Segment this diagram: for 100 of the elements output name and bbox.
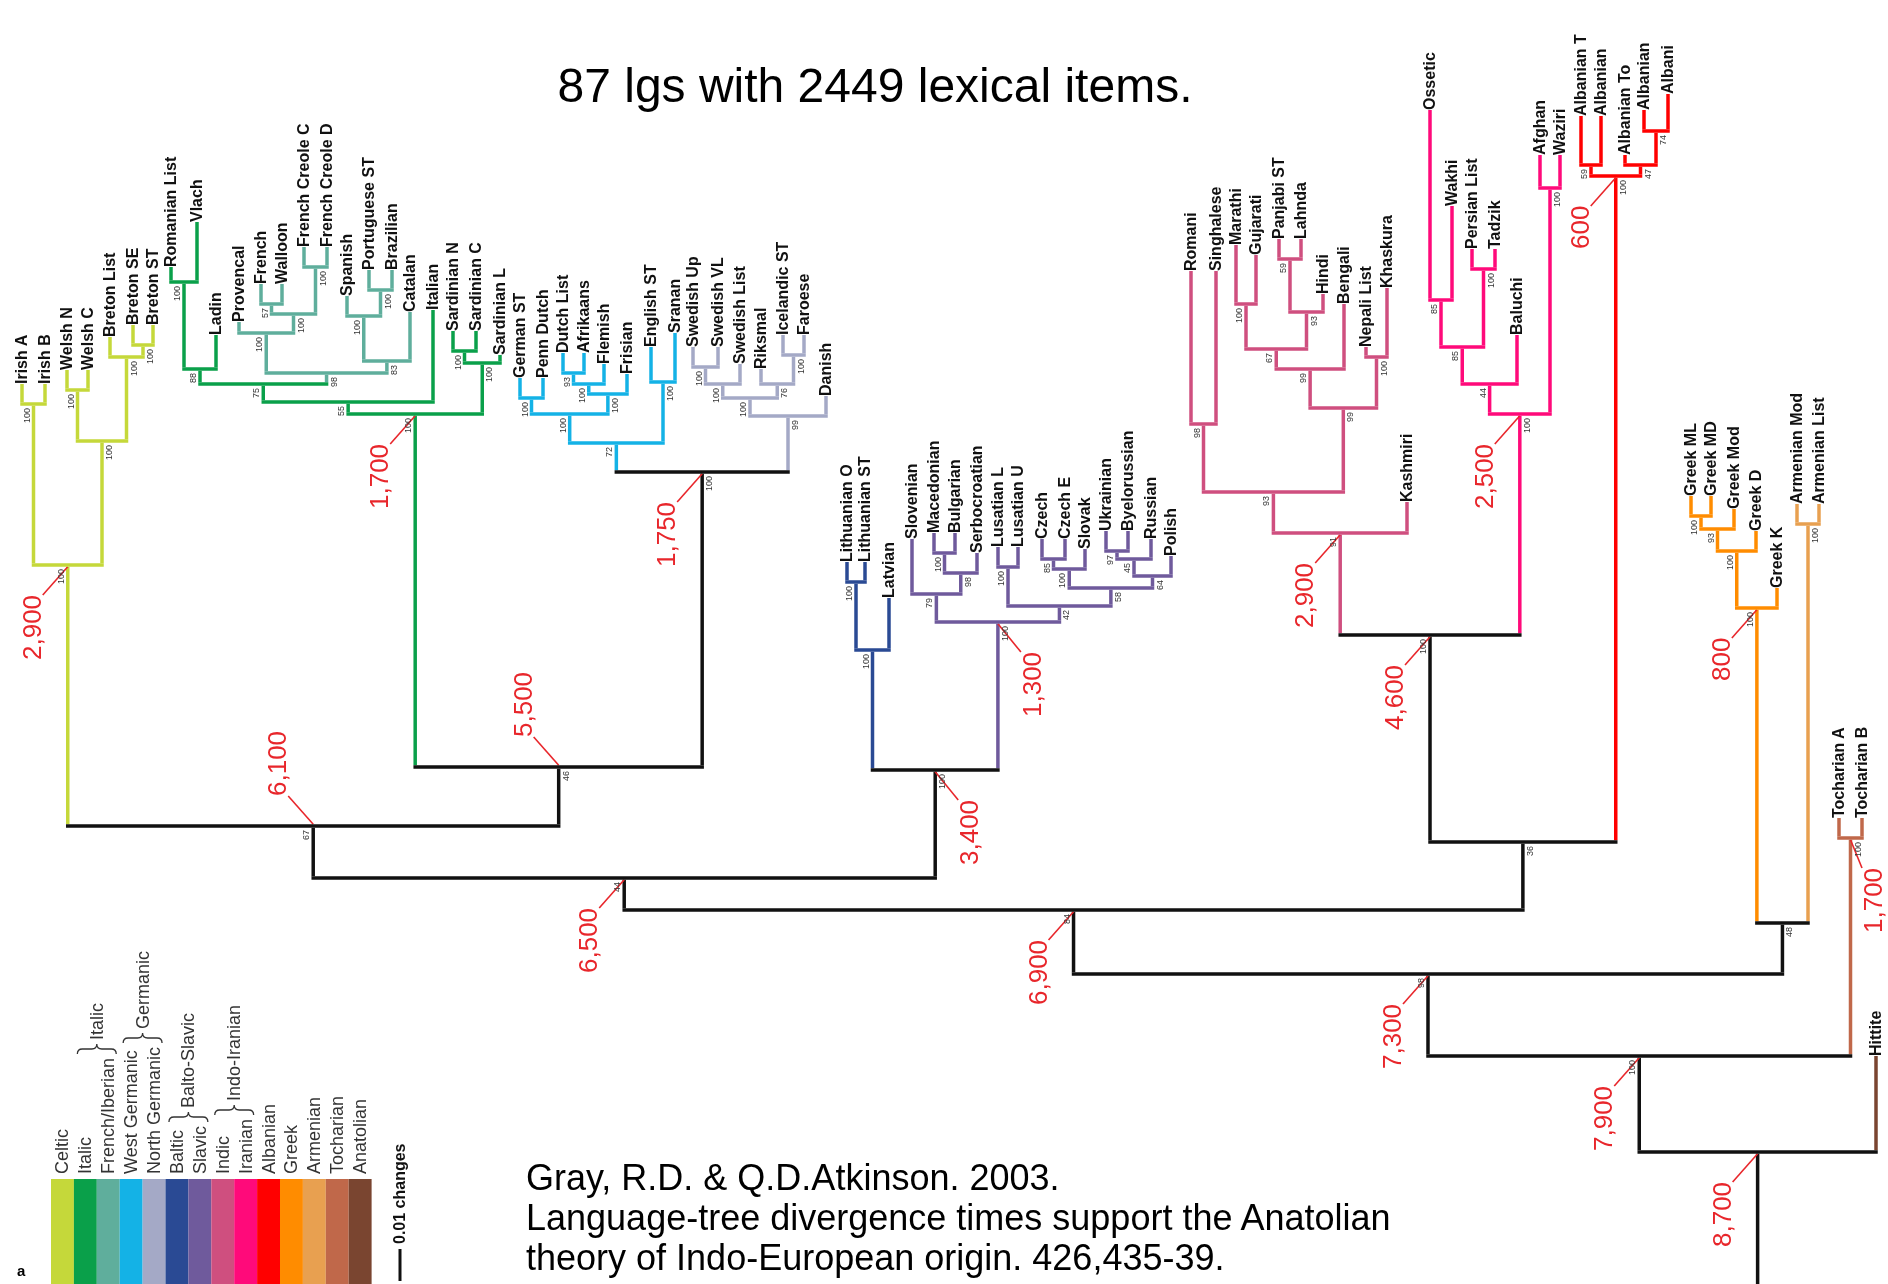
tree-branch	[1374, 358, 1379, 407]
tree-branch	[1271, 493, 1276, 532]
scale-label: 0.01 changes	[391, 1143, 409, 1244]
language-label: Wakhi	[1443, 159, 1461, 206]
tree-branch	[625, 374, 629, 393]
branch-junction	[237, 331, 296, 335]
language-label: Greek D	[1747, 469, 1765, 531]
support-value: 64	[1154, 579, 1165, 590]
tree-branch	[1338, 534, 1342, 634]
support-value: 36	[1524, 845, 1535, 856]
branch-junction	[20, 402, 47, 406]
tree-branch	[43, 384, 47, 403]
tree-branch	[1735, 552, 1739, 607]
language-label: Dutch List	[554, 274, 572, 353]
divergence-date: 8,700	[1707, 1181, 1736, 1247]
language-label: Albanian To	[1616, 64, 1634, 155]
support-value: 100	[1521, 417, 1532, 433]
tree-branch	[518, 378, 522, 397]
tree-branch	[1589, 166, 1593, 175]
legend-label: Greek	[281, 1124, 302, 1174]
leader-line	[1613, 1056, 1641, 1087]
branch-junction	[367, 288, 394, 292]
branch-junction	[1115, 557, 1153, 561]
tree-branch	[887, 598, 891, 649]
support-value: 100	[1378, 360, 1389, 376]
tree-branch	[1493, 249, 1497, 268]
tree-branch	[1689, 496, 1693, 515]
language-label: Ladin	[207, 292, 225, 335]
support-value: 100	[576, 387, 587, 403]
support-value: 100	[1234, 307, 1244, 323]
language-label: Italian	[424, 263, 442, 310]
tree-branch	[700, 473, 704, 766]
language-label: Czech	[1033, 491, 1051, 539]
group-label: Balto-Slavic	[178, 1012, 199, 1108]
branch-junction	[65, 388, 90, 392]
tree-branch	[910, 539, 914, 593]
language-label: Hittite	[1867, 1010, 1885, 1056]
tree-branch	[863, 562, 867, 581]
support-value: 100	[844, 585, 854, 601]
support-value: 88	[188, 372, 198, 383]
support-value: 47	[1642, 168, 1653, 179]
tree-branch	[385, 362, 389, 372]
tree-branch	[802, 335, 806, 354]
language-label: Catalan	[401, 254, 419, 312]
support-value: 100	[484, 366, 495, 382]
branch-junction	[748, 414, 828, 418]
branch-junction	[1715, 549, 1758, 553]
tree-branch	[1115, 552, 1119, 558]
language-label: Breton SE	[124, 247, 142, 325]
tree-branch	[325, 247, 329, 266]
support-value: 85	[1450, 350, 1461, 361]
tree-branch	[996, 623, 1000, 769]
language-label: Greek K	[1768, 526, 1786, 588]
tree-branch	[1450, 206, 1454, 299]
divergence-date: 3,400	[955, 799, 984, 865]
support-value: 100	[1418, 638, 1428, 654]
branch-junction	[264, 371, 389, 375]
tree-branch	[738, 364, 742, 383]
language-label: Russian	[1142, 476, 1160, 539]
tree-branch	[1599, 116, 1603, 164]
tree-branch	[1299, 239, 1303, 258]
divergence-date: 2,900	[1290, 562, 1319, 628]
language-label: Sardinian C	[467, 242, 485, 331]
tree-branch	[1277, 239, 1281, 258]
tree-branch	[100, 442, 104, 564]
support-value: 100	[519, 401, 530, 417]
tree-branch	[1806, 525, 1810, 922]
language-label: Hindi	[1314, 254, 1332, 294]
tree-branch	[934, 595, 939, 621]
support-value: 98	[1416, 977, 1426, 988]
divergence-date: 1,300	[1017, 651, 1046, 717]
tree-branch	[1558, 155, 1562, 187]
language-label: Tocharian B	[1853, 726, 1871, 818]
leader-line	[1047, 910, 1075, 941]
support-value: 100	[403, 417, 414, 433]
support-value: 100	[128, 360, 139, 376]
support-value: 100	[999, 625, 1010, 641]
support-value: 48	[1784, 926, 1795, 937]
tree-branch	[1715, 530, 1720, 550]
tree-branch	[86, 370, 90, 389]
branch-junction	[934, 620, 1062, 624]
branch-junction	[269, 312, 318, 316]
tree-branch	[716, 347, 720, 366]
tree-branch	[582, 353, 586, 372]
branch-junction	[1623, 163, 1658, 167]
tree-branch	[622, 879, 626, 909]
tree-branch	[1755, 1153, 1760, 1284]
divergence-date: 600	[1565, 205, 1594, 249]
group-label: Italic	[86, 1003, 107, 1040]
language-label: Lithuanian ST	[856, 456, 874, 562]
language-label: Sardinian N	[444, 242, 462, 331]
support-value: 100	[104, 444, 114, 460]
tree-branch	[1428, 636, 1432, 841]
tree-branch	[1016, 547, 1020, 566]
tree-branch	[1364, 347, 1368, 356]
language-label: Panjabi ST	[1270, 157, 1288, 239]
branch-junction	[1487, 412, 1552, 416]
support-value: 57	[259, 307, 270, 318]
branch-junction	[587, 392, 629, 396]
title: 87 lgs with 2449 lexical items.	[557, 58, 1193, 113]
